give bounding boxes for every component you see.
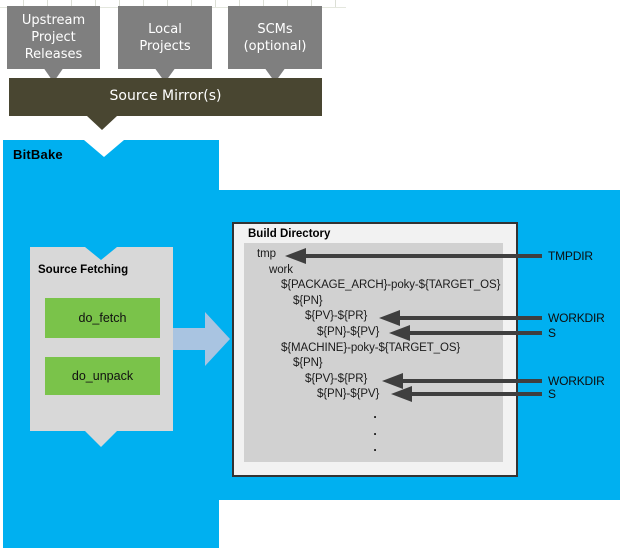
upstream-project-releases-box: Upstream Project Releases <box>7 6 100 69</box>
directory-tree-panel <box>244 243 503 462</box>
scms-label: SCMs (optional) <box>243 21 307 54</box>
pointer-label-workdir-1: WORKDIR <box>548 311 605 325</box>
pointer-label-tmpdir: TMPDIR <box>548 249 593 263</box>
scms-box: SCMs (optional) <box>228 6 322 69</box>
pointer-label-workdir-2: WORKDIR <box>548 374 605 388</box>
directory-tree: tmp work ${PACKAGE_ARCH}-poky-${TARGET_O… <box>250 247 510 403</box>
tree-row-work: work <box>269 263 293 276</box>
bitbake-label: BitBake <box>13 147 63 162</box>
tree-row-pv-pr-2: ${PV}-${PR} <box>305 372 368 385</box>
local-projects-box: Local Projects <box>118 6 212 69</box>
build-directory-title: Build Directory <box>248 228 331 240</box>
ellipsis-dot: . <box>373 422 377 438</box>
tree-ellipsis: . . . <box>369 406 381 456</box>
source-fetching-panel <box>30 247 173 447</box>
upstream-project-releases-label: Upstream Project Releases <box>21 13 86 62</box>
pointer-label-s-2: S <box>548 387 556 401</box>
source-mirrors-label: Source Mirror(s) <box>109 88 222 104</box>
source-fetching-title: Source Fetching <box>38 264 129 276</box>
tree-row-tmp: tmp <box>257 248 276 260</box>
tree-row-package-arch: ${PACKAGE_ARCH}-poky-${TARGET_OS} <box>281 279 501 292</box>
tree-row-pn-2: ${PN} <box>293 357 323 370</box>
do-unpack-label: do_unpack <box>71 369 134 383</box>
flow-arrow-icon <box>173 312 230 366</box>
source-mirrors-bar <box>9 78 322 130</box>
do-fetch-label: do_fetch <box>78 311 127 325</box>
tree-row-pn-pv-2: ${PN}-${PV} <box>317 388 380 401</box>
task-do-unpack: do_unpack <box>45 357 160 395</box>
tree-row-pn-pv: ${PN}-${PV} <box>317 325 380 338</box>
ellipsis-dot: . <box>373 439 377 454</box>
local-projects-label: Local Projects <box>139 21 191 54</box>
tree-row-pn: ${PN} <box>293 294 323 307</box>
tree-row-machine: ${MACHINE}-poky-${TARGET_OS} <box>281 341 461 354</box>
pointer-label-s-1: S <box>548 326 556 340</box>
tree-row-pv-pr: ${PV}-${PR} <box>305 310 368 323</box>
ellipsis-dot: . <box>373 406 377 421</box>
task-do-fetch: do_fetch <box>45 298 160 338</box>
